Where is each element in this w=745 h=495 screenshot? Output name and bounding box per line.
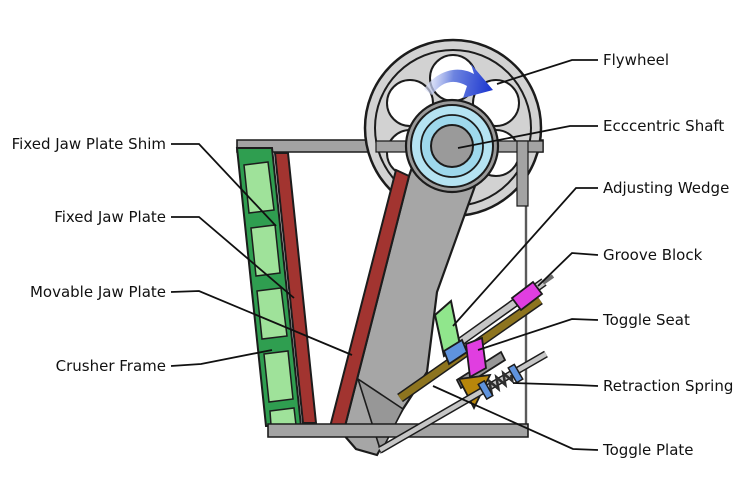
bottom-frame-bar	[267, 423, 529, 438]
rotation-arrow-icon	[424, 64, 493, 98]
label-fixed-jaw-plate-shim: Fixed Jaw Plate Shim	[12, 135, 166, 153]
spring-cap	[477, 379, 494, 401]
label-groove-block: Groove Block	[603, 246, 703, 264]
label-crusher-frame: Crusher Frame	[56, 357, 166, 375]
leader-line-fixed-jaw-plate-shim	[171, 143, 277, 227]
leader-line-toggle-plate	[432, 385, 599, 451]
leader-line-adjusting-wedge	[452, 187, 598, 327]
leader-line-crusher-frame	[170, 349, 273, 367]
toggle-seat	[465, 336, 487, 379]
label-toggle-seat: Toggle Seat	[602, 311, 690, 329]
label-fixed-jaw-plate: Fixed Jaw Plate	[54, 208, 166, 226]
retraction-spring	[486, 369, 515, 397]
label-eccentric-shaft: Ecccentric Shaft	[603, 117, 724, 135]
leader-line-groove-block	[537, 252, 599, 287]
groove-block	[510, 280, 544, 312]
frame-rib	[263, 350, 294, 403]
leader-line-movable-jaw-plate	[170, 290, 353, 356]
label-flywheel: Flywheel	[603, 51, 669, 69]
frame-rib	[243, 161, 275, 214]
frame-rib	[250, 224, 281, 277]
leader-line-toggle-seat	[477, 318, 599, 351]
label-movable-jaw-plate: Movable Jaw Plate	[30, 283, 166, 301]
leader-line-eccentric-shaft	[457, 125, 598, 149]
frame-rib	[269, 407, 297, 426]
leader-line-flywheel	[496, 59, 598, 85]
right-frame-post	[516, 140, 529, 207]
spring-cap	[507, 363, 524, 384]
label-toggle-plate: Toggle Plate	[602, 441, 694, 459]
frame-rib	[256, 287, 288, 340]
eccentric-shaft-hub	[404, 98, 500, 194]
eccentric-shaft-center	[430, 124, 474, 168]
leader-line-fixed-jaw-plate	[171, 216, 295, 299]
part-labels: Flywheel Ecccentric Shaft Adjusting Wedg…	[12, 51, 734, 459]
fixed-jaw-plate	[273, 152, 318, 424]
label-retraction-spring: Retraction Spring	[603, 377, 733, 395]
label-adjusting-wedge: Adjusting Wedge	[603, 179, 729, 197]
leader-lines	[170, 59, 599, 451]
leader-line-retraction-spring	[512, 382, 599, 387]
rod-tip	[541, 274, 555, 285]
